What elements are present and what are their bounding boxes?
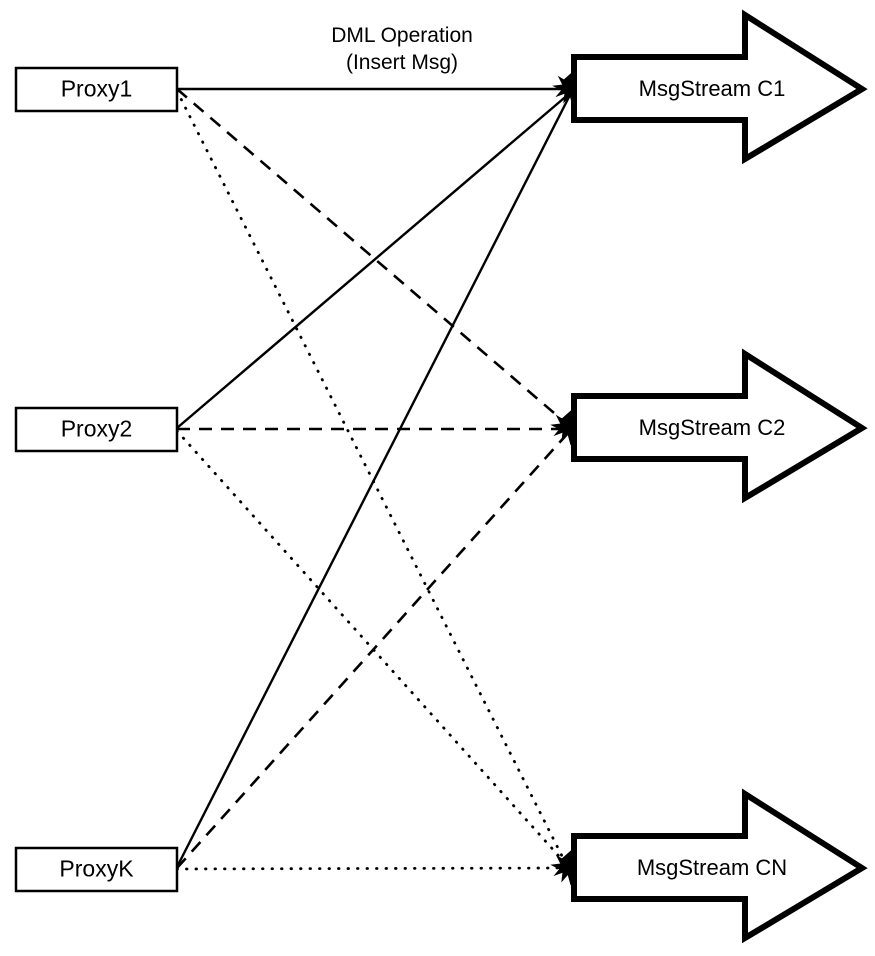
proxy-node-proxy2[interactable]: Proxy2 — [14, 406, 179, 453]
proxy-label-proxyk: ProxyK — [59, 856, 134, 882]
arrowheads-layer — [550, 70, 574, 886]
stream-label-stream-c1: MsgStream C1 — [639, 76, 786, 101]
arrowhead-c2 — [550, 409, 572, 446]
edges-layer — [175, 87, 572, 871]
edge-label-line-1: DML Operation — [331, 24, 473, 47]
stream-node-stream-cn[interactable]: MsgStream CN — [571, 788, 868, 944]
proxy-box-proxyk — [14, 846, 179, 893]
stream-label-stream-c2: MsgStream C2 — [639, 415, 786, 440]
arrowhead-c1 — [552, 70, 574, 107]
stream-arrow-shape-stream-c2 — [574, 348, 868, 504]
edge-proxyk-c1 — [175, 94, 572, 868]
edge-proxy1-cn — [175, 89, 568, 866]
edge-proxy2-c1 — [176, 92, 571, 429]
arrowhead-cn — [550, 849, 572, 886]
proxy-label-proxy1: Proxy1 — [61, 76, 133, 102]
stream-label-stream-cn: MsgStream CN — [637, 855, 787, 880]
edge-proxyk-c2 — [176, 432, 569, 869]
stream-arrow-shape-stream-cn — [574, 788, 868, 944]
edge-label-group: DML Operation (Insert Msg) — [331, 24, 473, 74]
edge-proxy2-cn — [175, 429, 568, 866]
edge-proxy1-c2 — [176, 88, 569, 426]
proxy-node-proxy1[interactable]: Proxy1 — [14, 66, 179, 113]
stream-node-stream-c2[interactable]: MsgStream C2 — [571, 348, 868, 504]
proxy-label-proxy2: Proxy2 — [61, 416, 133, 442]
edge-proxyk-cn — [175, 866, 568, 871]
stream-nodes-layer: MsgStream C1 MsgStream C2 MsgStream CN — [571, 9, 868, 944]
stream-arrow-shape-stream-c1 — [574, 9, 868, 165]
proxy-box-proxy1 — [14, 66, 179, 113]
proxy-box-proxy2 — [14, 406, 179, 453]
stream-node-stream-c1[interactable]: MsgStream C1 — [571, 9, 868, 165]
proxy-node-proxyk[interactable]: ProxyK — [14, 846, 179, 893]
edge-label-line-2: (Insert Msg) — [346, 51, 458, 74]
